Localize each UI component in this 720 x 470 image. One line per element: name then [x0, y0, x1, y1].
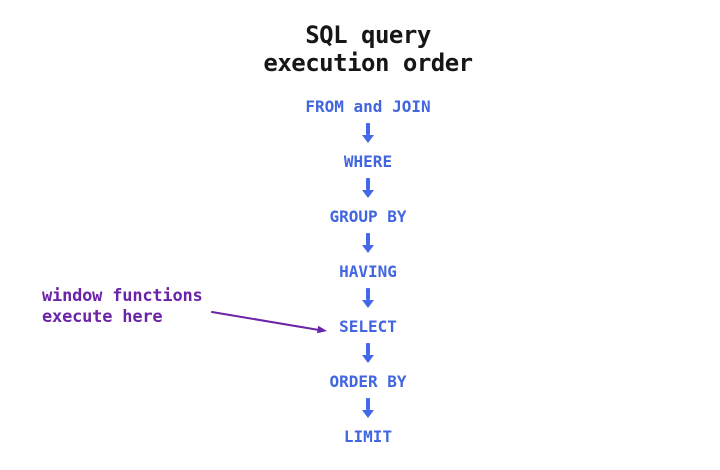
- flow-step-label: HAVING: [339, 262, 397, 281]
- diagram-title-line-1: SQL query: [305, 21, 431, 49]
- down-arrow-icon: [8, 343, 720, 363]
- flow-step-label: SELECT: [339, 317, 397, 336]
- annotation-label: window functions execute here: [42, 286, 203, 328]
- flow-step: SELECT: [8, 317, 720, 336]
- diagram-title: SQL query execution order: [8, 21, 720, 77]
- flow-step: LIMIT: [8, 427, 720, 446]
- down-arrow-icon: [8, 398, 720, 418]
- flow-step-label: LIMIT: [343, 427, 393, 446]
- flow-step-label: ORDER BY: [329, 372, 407, 391]
- down-arrow-icon: [8, 178, 720, 198]
- flow-step-label: FROM and JOIN: [305, 97, 431, 116]
- flow-step-label: WHERE: [343, 152, 393, 171]
- diagram-title-line-2: execution order: [263, 49, 473, 77]
- down-arrow-icon: [8, 123, 720, 143]
- flow-step: HAVING: [8, 262, 720, 281]
- flow-step: FROM and JOIN: [8, 97, 720, 116]
- flow-step: WHERE: [8, 152, 720, 171]
- down-arrow-icon: [8, 233, 720, 253]
- flow-step: ORDER BY: [8, 372, 720, 391]
- annotation-line-2: execute here: [42, 307, 163, 327]
- annotation-line-1: window functions: [42, 286, 203, 306]
- flow-step-label: GROUP BY: [329, 207, 407, 226]
- flow-step: GROUP BY: [8, 207, 720, 226]
